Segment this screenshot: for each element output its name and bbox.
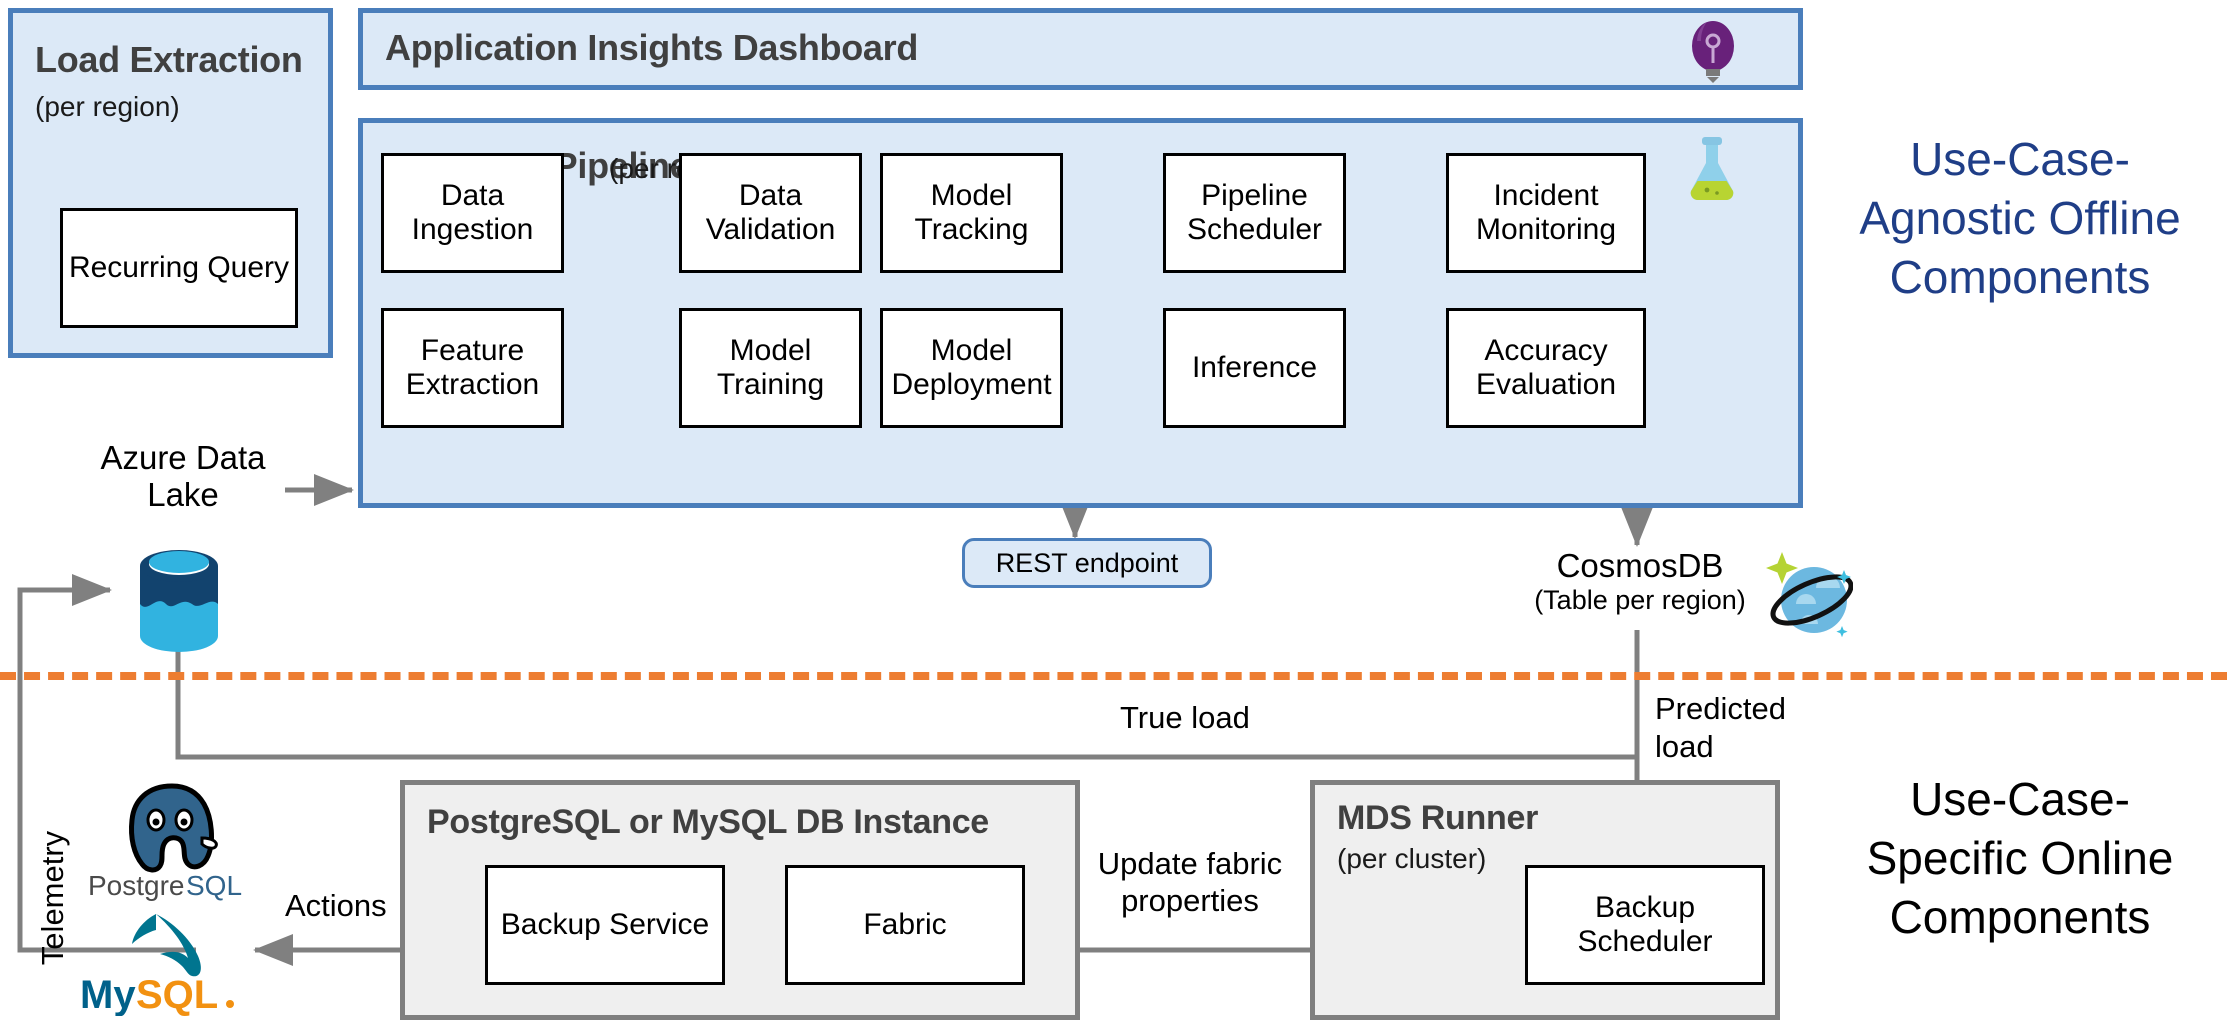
online-label-l3: Components bbox=[1889, 890, 2151, 943]
node-incident-monitoring[interactable]: Incident Monitoring bbox=[1446, 153, 1646, 273]
edge-label-update-fabric-properties: Update fabric properties bbox=[1090, 845, 1290, 919]
mds-runner-title: MDS Runner bbox=[1337, 799, 1539, 837]
rest-endpoint-label: REST endpoint bbox=[995, 547, 1179, 578]
edge-label-true-load: True load bbox=[1120, 700, 1250, 735]
node-recurring-query[interactable]: Recurring Query bbox=[60, 208, 298, 328]
load-extraction-subtitle: (per region) bbox=[35, 91, 180, 122]
node-model-deployment-label: Model Deployment bbox=[891, 334, 1052, 401]
mds-runner-container: MDS Runner (per cluster) Backup Schedule… bbox=[1310, 780, 1780, 1020]
node-incident-monitoring-label: Incident Monitoring bbox=[1475, 179, 1617, 246]
svg-text:SQL: SQL bbox=[136, 973, 218, 1016]
edge-label-predicted-load-l1: Predicted bbox=[1655, 691, 1786, 726]
node-model-tracking-label: Model Tracking bbox=[914, 179, 1029, 246]
node-recurring-query-label: Recurring Query bbox=[68, 251, 290, 285]
edge-label-update-fabric-l1: Update fabric bbox=[1097, 846, 1283, 881]
lightbulb-icon bbox=[1692, 21, 1734, 83]
offline-label-l2: Agnostic Offline bbox=[1859, 191, 2181, 244]
cosmosdb-title: CosmosDB bbox=[1556, 547, 1724, 584]
online-label-l1: Use-Case- bbox=[1910, 773, 2130, 825]
svg-text:SQL: SQL bbox=[186, 870, 242, 901]
offline-online-divider bbox=[0, 672, 2227, 680]
node-data-validation-label: Data Validation bbox=[705, 179, 836, 246]
node-fabric-label: Fabric bbox=[863, 908, 947, 942]
online-label-l2: Specific Online bbox=[1866, 831, 2174, 884]
offline-label-l3: Components bbox=[1889, 250, 2151, 303]
application-insights-title: Application Insights Dashboard bbox=[385, 27, 919, 68]
node-backup-service-label: Backup Service bbox=[500, 908, 710, 942]
svg-text:My: My bbox=[80, 973, 136, 1016]
edge-label-update-fabric-l2: properties bbox=[1121, 883, 1259, 919]
azure-data-lake-label-group: Azure Data Lake bbox=[58, 439, 308, 514]
offline-label-l1: Use-Case- bbox=[1910, 133, 2130, 185]
azure-data-lake-title: Azure Data bbox=[100, 439, 266, 476]
cosmosdb-label-group: CosmosDB (Table per region) bbox=[1480, 547, 1800, 616]
node-fabric[interactable]: Fabric bbox=[785, 865, 1025, 985]
node-inference[interactable]: Inference bbox=[1163, 308, 1346, 428]
node-accuracy-evaluation[interactable]: Accuracy Evaluation bbox=[1446, 308, 1646, 428]
load-extraction-container: Load Extraction (per region) Recurring Q… bbox=[8, 8, 333, 358]
node-accuracy-evaluation-label: Accuracy Evaluation bbox=[1475, 334, 1617, 401]
edge-label-predicted-load: Predicted load bbox=[1655, 690, 1786, 766]
edge-label-telemetry: Telemetry bbox=[35, 830, 70, 966]
node-model-training[interactable]: Model Training bbox=[679, 308, 862, 428]
mds-runner-subtitle: (per cluster) bbox=[1337, 843, 1487, 874]
node-data-ingestion-l1: Data Ingestion bbox=[411, 179, 534, 246]
azure-ml-pipeline-container: Azure ML Pipeline (per region) Data Inge… bbox=[358, 118, 1803, 508]
edge-label-actions: Actions bbox=[285, 888, 387, 923]
node-model-tracking[interactable]: Model Tracking bbox=[880, 153, 1063, 273]
cosmosdb-planet-icon bbox=[1766, 552, 1853, 638]
db-instance-title: PostgreSQL or MySQL DB Instance bbox=[427, 803, 989, 841]
rest-endpoint-pill[interactable]: REST endpoint bbox=[962, 538, 1212, 588]
node-backup-service[interactable]: Backup Service bbox=[485, 865, 725, 985]
use-case-agnostic-offline-label: Use-Case- Agnostic Offline Components bbox=[1820, 130, 2220, 307]
db-instance-container: PostgreSQL or MySQL DB Instance Backup S… bbox=[400, 780, 1080, 1020]
node-inference-label: Inference bbox=[1191, 351, 1318, 385]
azure-data-lake-title2: Lake bbox=[147, 475, 219, 513]
node-backup-scheduler[interactable]: Backup Scheduler bbox=[1525, 865, 1765, 985]
node-feature-extraction[interactable]: Feature Extraction bbox=[381, 308, 564, 428]
node-pipeline-scheduler[interactable]: Pipeline Scheduler bbox=[1163, 153, 1346, 273]
node-model-deployment[interactable]: Model Deployment bbox=[880, 308, 1063, 428]
cosmosdb-subtitle: (Table per region) bbox=[1534, 585, 1746, 616]
node-model-training-label: Model Training bbox=[716, 334, 825, 401]
edge-label-predicted-load-l2: load bbox=[1655, 728, 1714, 764]
node-pipeline-scheduler-label: Pipeline Scheduler bbox=[1186, 179, 1323, 246]
node-feature-extraction-label: Feature Extraction bbox=[405, 334, 540, 401]
svg-text:Postgre: Postgre bbox=[88, 870, 185, 901]
flask-icon bbox=[1690, 137, 1734, 200]
load-extraction-title: Load Extraction bbox=[35, 39, 303, 80]
node-data-validation[interactable]: Data Validation bbox=[679, 153, 862, 273]
node-backup-scheduler-label: Backup Scheduler bbox=[1577, 891, 1713, 958]
postgresql-logo-icon: Postgre SQL bbox=[88, 783, 242, 901]
application-insights-container: Application Insights Dashboard bbox=[358, 8, 1803, 90]
use-case-specific-online-label: Use-Case- Specific Online Components bbox=[1820, 770, 2220, 947]
azure-data-lake-icon bbox=[140, 550, 218, 652]
node-data-ingestion[interactable]: Data Ingestion bbox=[381, 153, 564, 273]
mysql-logo-icon: My SQL bbox=[80, 914, 234, 1016]
